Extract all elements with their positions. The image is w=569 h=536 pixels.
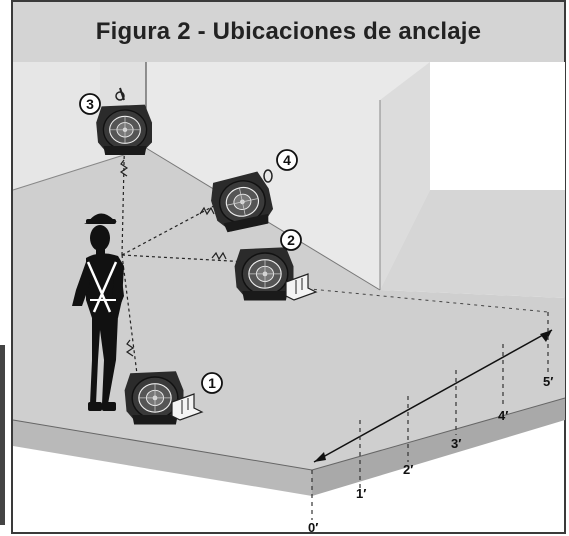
mark-label-4: 4′ xyxy=(498,408,508,423)
column-face xyxy=(146,62,430,290)
anchor-device-4 xyxy=(206,169,277,235)
mark-label-5: 5′ xyxy=(543,374,553,389)
title-bar: Figura 2 - Ubicaciones de anclaje xyxy=(13,2,564,64)
anchor-device-3 xyxy=(95,87,153,156)
column-side xyxy=(380,62,430,290)
anchor-badge-3: 3 xyxy=(79,93,101,115)
svg-text:1: 1 xyxy=(208,375,216,391)
anchor-badge-1: 1 xyxy=(201,372,223,394)
anchor-badge-2: 2 xyxy=(280,229,302,251)
svg-text:4: 4 xyxy=(283,152,291,168)
mark-label-0: 0′ xyxy=(308,520,318,535)
lifeline-4 xyxy=(121,199,226,256)
page-edge-strip xyxy=(0,345,5,525)
distance-arrow xyxy=(313,329,553,463)
slab-front xyxy=(13,420,312,496)
figure-title: Figura 2 - Ubicaciones de anclaje xyxy=(95,18,482,45)
anchor-badge-4: 4 xyxy=(276,149,298,171)
worker-figure xyxy=(72,213,124,411)
mark-label-1: 1′ xyxy=(356,486,366,501)
slab-right xyxy=(312,398,565,496)
svg-text:3: 3 xyxy=(86,96,94,112)
mark-label-3: 3′ xyxy=(451,436,461,451)
svg-text:2: 2 xyxy=(287,232,295,248)
mark-label-2: 2′ xyxy=(403,462,413,477)
